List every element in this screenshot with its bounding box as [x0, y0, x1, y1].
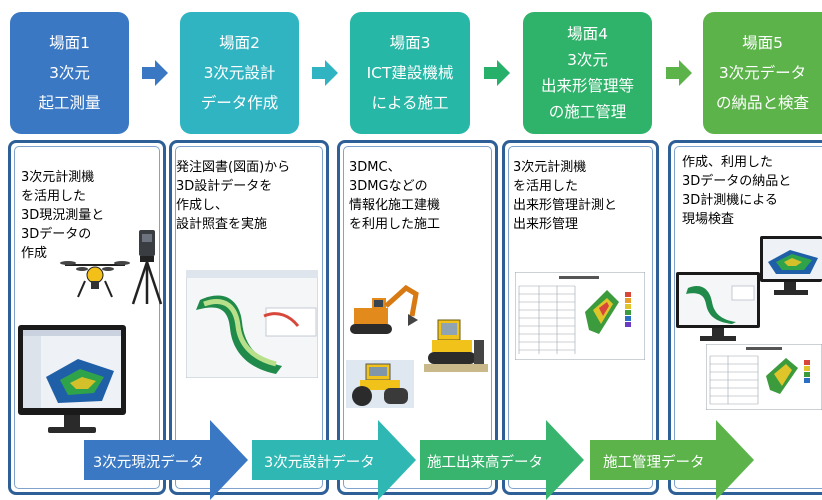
flow-arrow-2 [252, 420, 416, 500]
stage-4-subtitle: 3次元 [567, 51, 608, 69]
stage-3-header: 場面3 ICT建設機械 による施工 [350, 12, 470, 134]
stage-2-desc-line-4: 設計照査を実施 [176, 217, 268, 232]
stage-2-title: 場面2 [219, 34, 260, 52]
stage-4-title: 場面4 [567, 25, 608, 43]
step-arrow-icon-2 [312, 60, 338, 86]
flow-label-1: 3次元現況データ [93, 455, 204, 471]
step-arrow-icon-4 [666, 60, 692, 86]
stage-4-desc-line-2: を活用した [513, 179, 579, 194]
stage-4-header: 場面4 3次元 出来形管理等 の施工管理 [523, 12, 652, 134]
stage-1-description: 3次元計測機 を活用した 3D現況測量と 3Dデータの 作成 [21, 168, 104, 263]
stage-5-desc-line-4: 現場検査 [682, 212, 735, 227]
stage-2-desc-line-3: 作成し、 [176, 198, 229, 213]
stage-5-desc-line-1: 作成、利用した [682, 155, 774, 170]
stage-3-desc-line-4: を利用した施工 [349, 217, 441, 232]
quality-report-image [515, 272, 645, 360]
stage-2-desc-line-1: 発注図書(図面)から [176, 160, 291, 175]
stage-2-subtitle-2: データ作成 [200, 94, 279, 112]
stage-4-subtitle-2: 出来形管理等 [540, 77, 634, 95]
stage-5-header: 場面5 3次元データ の納品と検査 [703, 12, 822, 134]
stage-4-subtitle-3: の施工管理 [548, 103, 627, 121]
roller-image [346, 360, 414, 408]
stage-2-header: 場面2 3次元設計 データ作成 [180, 12, 299, 134]
laser-scanner-image [131, 230, 163, 305]
stage-3-desc-line-1: 3DMC、 [349, 160, 401, 175]
flow-label-3: 施工出来高データ [427, 455, 543, 471]
step-arrow-icon-1 [142, 60, 168, 86]
stage-3-desc-line-2: 3DMGなどの [349, 179, 428, 194]
stage-1-subtitle-2: 起工測量 [38, 94, 101, 112]
stage-4-desc-line-3: 出来形管理計測と [513, 198, 618, 213]
stage-3-desc-line-3: 情報化施工建機 [349, 198, 441, 213]
stage-3-title: 場面3 [389, 34, 431, 52]
stage-1-header: 場面1 3次元 起工測量 [10, 12, 129, 134]
flow-arrow-4 [590, 420, 754, 500]
flow-label-4: 施工管理データ [603, 455, 705, 471]
flow-arrow-3 [420, 420, 584, 500]
stage-2-desc-line-2: 3D設計データを [176, 179, 273, 194]
bulldozer-image [424, 319, 488, 372]
stage-1-title: 場面1 [49, 34, 90, 52]
stage-4-description: 3次元計測機 を活用した 出来形管理計測と 出来形管理 [513, 158, 617, 234]
excavator-image [350, 284, 419, 334]
stage-5-subtitle-2: の納品と検査 [715, 94, 809, 112]
stage-5-description: 作成、利用した 3Dデータの納品と 3D計測機による 現場検査 [682, 153, 791, 229]
stage-1-desc-line-5: 作成 [21, 246, 48, 261]
stage-2-description: 発注図書(図面)から 3D設計データを 作成し、 設計照査を実施 [176, 158, 290, 234]
stage-4-desc-line-1: 3次元計測機 [513, 160, 587, 175]
flow-label-2: 3次元設計データ [264, 455, 375, 471]
flow-arrow-1 [84, 420, 248, 500]
drone-image [60, 261, 130, 298]
stage-1-desc-line-3: 3D現況測量と [21, 208, 105, 223]
stage-5-title: 場面5 [742, 34, 783, 52]
stage-2-subtitle: 3次元設計 [203, 64, 276, 82]
stage-3-description: 3DMC、 3DMGなどの 情報化施工建機 を利用した施工 [349, 158, 440, 234]
stage-1-desc-line-1: 3次元計測機 [21, 170, 95, 185]
stage-3-subtitle: ICT建設機械 [366, 64, 454, 82]
stage-5-subtitle: 3次元データ [718, 64, 807, 82]
stage-5-desc-line-3: 3D計測機による [682, 193, 778, 208]
inspection-report-image [706, 344, 822, 410]
monitor-3d-model-image [760, 236, 822, 295]
stage-3-subtitle-2: による施工 [371, 94, 449, 112]
monitor-design-image [676, 272, 760, 341]
stage-4-desc-line-4: 出来形管理 [513, 217, 579, 232]
stage-1-panel [8, 140, 166, 495]
step-arrow-icon-3 [484, 60, 510, 86]
stage-5-desc-line-2: 3Dデータの納品と [682, 174, 792, 189]
monitor-terrain-image [18, 325, 126, 433]
stage-1-desc-line-4: 3Dデータの [21, 227, 92, 242]
design-model-image [186, 270, 318, 378]
stage-1-subtitle: 3次元 [49, 64, 90, 82]
stage-1-desc-line-2: を活用した [21, 189, 87, 204]
